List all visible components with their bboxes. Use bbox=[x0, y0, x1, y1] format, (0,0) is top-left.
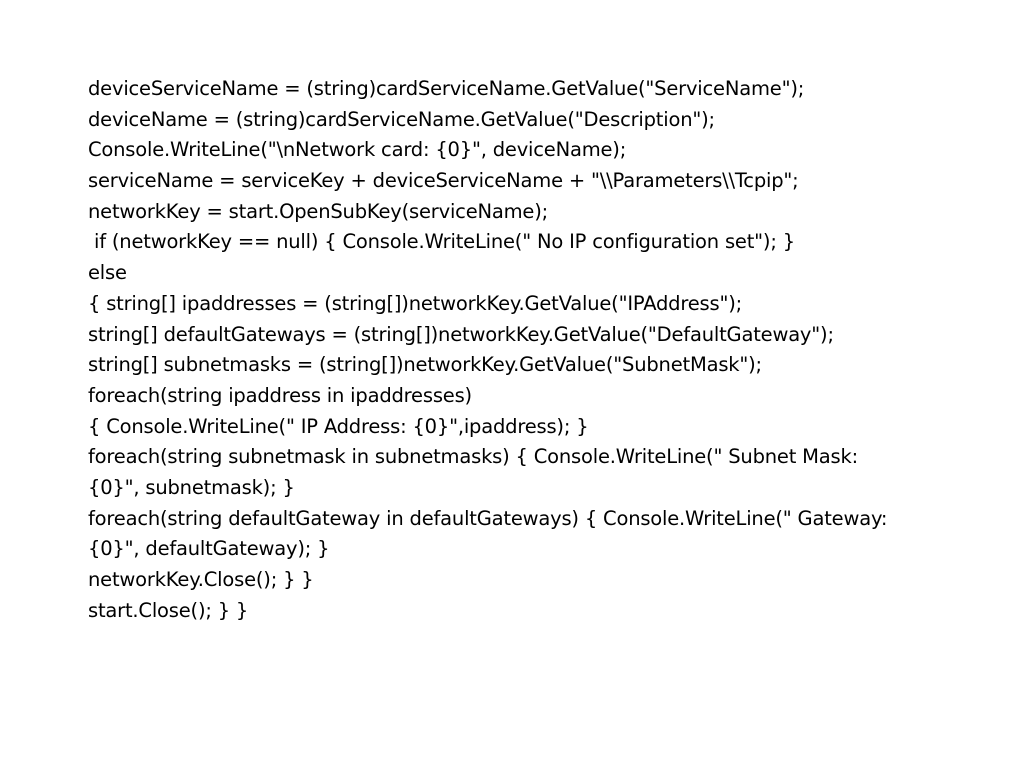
code-line: start.Close(); } } bbox=[88, 598, 249, 622]
code-line: deviceName = (string)cardServiceName.Get… bbox=[88, 107, 715, 131]
code-line: foreach(string subnetmask in subnetmasks… bbox=[88, 445, 858, 469]
code-line: serviceName = serviceKey + deviceService… bbox=[88, 169, 799, 193]
code-line: { Console.WriteLine(" IP Address: {0}",i… bbox=[88, 414, 589, 438]
code-line: string[] subnetmasks = (string[])network… bbox=[88, 353, 762, 377]
code-line: string[] defaultGateways = (string[])net… bbox=[88, 322, 834, 346]
code-line: foreach(string defaultGateway in default… bbox=[88, 506, 888, 530]
code-line: { string[] ipaddresses = (string[])netwo… bbox=[88, 291, 743, 315]
code-line: networkKey = start.OpenSubKey(serviceNam… bbox=[88, 199, 549, 223]
code-line: deviceServiceName = (string)cardServiceN… bbox=[88, 77, 805, 100]
code-line: Console.WriteLine("\nNetwork card: {0}",… bbox=[88, 138, 627, 162]
code-line: {0}", defaultGateway); } bbox=[88, 537, 330, 561]
code-text-block: deviceServiceName = (string)cardServiceN… bbox=[88, 74, 988, 626]
code-line: if (networkKey == null) { Console.WriteL… bbox=[88, 230, 795, 254]
code-line: foreach(string ipaddress in ipaddresses) bbox=[88, 383, 472, 407]
code-line: {0}", subnetmask); } bbox=[88, 475, 295, 499]
code-line: else bbox=[88, 261, 127, 285]
code-line: networkKey.Close(); } } bbox=[88, 568, 314, 591]
